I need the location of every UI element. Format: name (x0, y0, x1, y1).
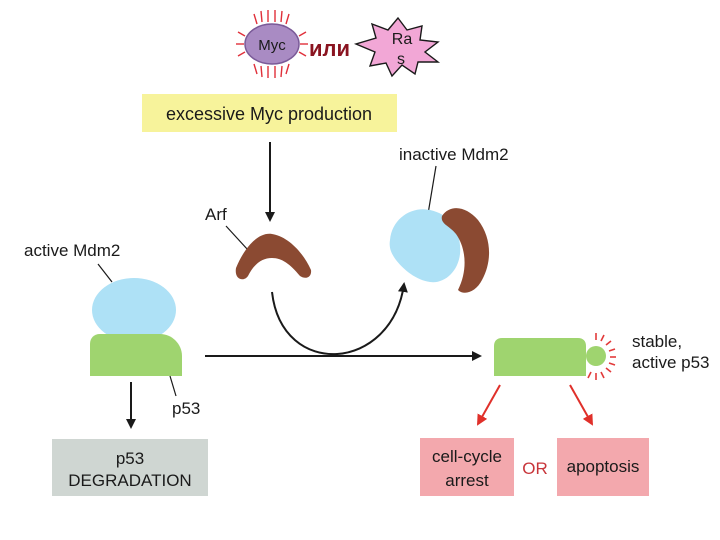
inactive-mdm2-leader-line (427, 165, 437, 215)
inactive-mdm2-label: inactive Mdm2 (399, 145, 509, 164)
cell-cycle-arrest-box (420, 438, 514, 496)
arrest-text-line1: cell-cycle (432, 447, 502, 466)
active-mdm2-label: active Mdm2 (24, 241, 120, 260)
degradation-box (52, 439, 208, 496)
red-arrow-to-apoptosis (569, 384, 593, 426)
arf-leader-line (225, 225, 249, 251)
arf-label: Arf (205, 205, 227, 224)
excessive-myc-box (142, 94, 397, 132)
stable-p53-active-site (586, 346, 606, 366)
activation-burst-icon (587, 333, 616, 380)
or-word-top: или (309, 36, 350, 61)
p53-leader-line (169, 375, 177, 397)
myc-burst-icon (236, 10, 308, 78)
red-arrow-to-arrest (477, 384, 501, 426)
p53-green-shape (90, 334, 182, 376)
apoptosis-box (557, 438, 649, 496)
ras-label-line1: Ra (392, 31, 413, 48)
arrest-text-line2: arrest (445, 471, 489, 490)
degradation-text-line1: p53 (116, 449, 144, 468)
p53-label: p53 (172, 399, 200, 418)
apoptosis-text: apoptosis (567, 457, 640, 476)
degradation-text-line2: DEGRADATION (68, 471, 191, 490)
or-word-outcomes: OR (522, 459, 548, 478)
arf-protein-shape (235, 233, 312, 280)
myc-ellipse (244, 23, 300, 65)
inactive-mdm2-arf-shape (441, 208, 490, 293)
active-mdm2-blue-shape (92, 278, 176, 342)
ras-star-icon (353, 16, 441, 78)
excessive-myc-text: excessive Myc production (166, 104, 372, 124)
stable-p53-green-shape (494, 338, 586, 376)
active-mdm2-leader-line (97, 263, 113, 283)
stable-label-line2: active p53 (632, 353, 710, 372)
myc-label: Myc (258, 37, 286, 54)
curved-arrow-arf-to-mdm2 (271, 282, 408, 356)
inactive-mdm2-blue-shape (389, 209, 461, 283)
ras-label-line2: s (397, 51, 405, 68)
stable-label-line1: stable, (632, 332, 682, 351)
